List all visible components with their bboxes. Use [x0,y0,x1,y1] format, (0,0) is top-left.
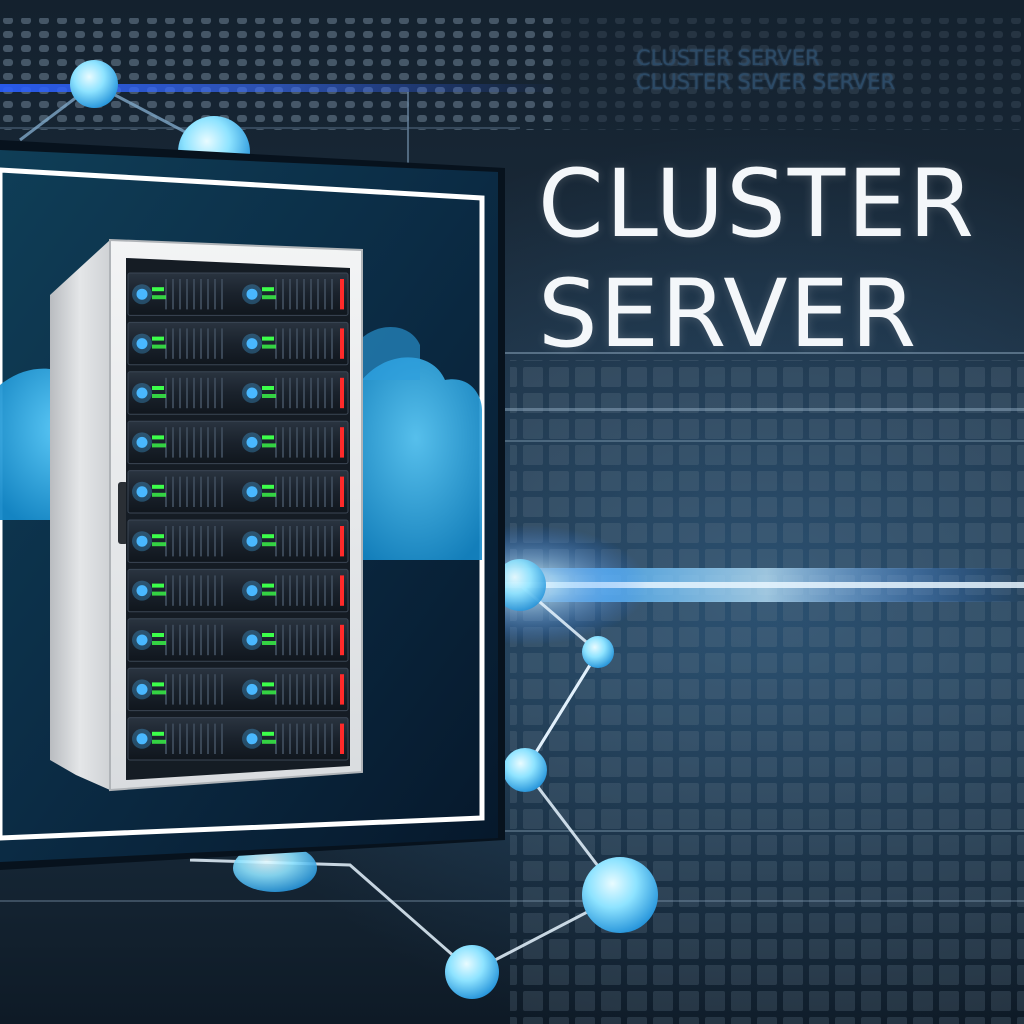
server-unit [127,321,349,366]
server-unit [127,667,349,712]
led-indicator [246,288,258,300]
led-indicator [262,386,274,390]
led-indicator [136,288,148,300]
led-indicator [136,436,148,448]
led-indicator [340,476,344,507]
led-indicator [246,585,258,597]
led-indicator [136,683,148,695]
led-indicator [340,575,344,606]
led-indicator [136,585,148,597]
led-indicator [136,535,148,547]
server-unit [127,568,349,613]
led-indicator [246,486,258,498]
led-indicator [136,486,148,498]
led-indicator [340,674,344,705]
led-indicator [340,526,344,557]
led-indicator [246,338,258,350]
led-indicator [262,484,274,489]
server-unit [127,272,349,316]
led-indicator [152,534,164,539]
led-indicator [246,634,258,646]
led-indicator [340,624,344,656]
server-unit [127,420,349,465]
server-unit [127,717,349,761]
led-indicator [152,731,164,736]
led-indicator [262,583,274,588]
network-node-icon [70,60,118,108]
network-node-icon [445,945,499,999]
led-indicator [136,338,148,350]
led-indicator [262,534,274,539]
led-indicator [262,731,274,736]
led-indicator [152,633,164,637]
title-line-1: CLUSTER [538,150,976,259]
led-indicator [246,733,258,745]
network-node-icon [494,559,546,611]
network-node-icon [233,844,317,892]
led-indicator [136,634,148,646]
led-indicator [136,733,148,745]
led-indicator [340,328,344,359]
led-indicator [152,435,164,440]
led-indicator [262,682,274,687]
led-indicator [152,583,164,588]
led-indicator [152,287,164,292]
network-node-icon [503,748,547,792]
server-unit [127,519,349,563]
server-unit [127,371,349,415]
led-indicator [246,683,258,695]
server-rack-icon [50,238,363,792]
network-graph-bottom [189,559,658,999]
led-indicator [152,386,164,390]
small-caption: CLUSTER SERVER CLUSTER SEVER SERVER [636,46,956,94]
led-indicator [152,484,164,489]
led-indicator [262,336,274,341]
grid-field [510,360,1024,1024]
server-unit [127,618,349,662]
server-unit [127,470,349,514]
led-indicator [152,682,164,687]
caption-line-2: CLUSTER SEVER SERVER [636,70,896,94]
network-node-icon [582,857,658,933]
led-indicator [262,435,274,440]
led-indicator [262,633,274,637]
led-indicator [340,723,344,754]
panel-frame [0,167,485,841]
led-indicator [246,387,258,399]
led-indicator [262,287,274,292]
network-node-icon [582,636,614,668]
page-title: CLUSTER SERVER [538,150,1018,370]
led-indicator [246,535,258,547]
led-indicator [152,336,164,341]
led-indicator [246,436,258,448]
led-indicator [340,377,344,409]
led-indicator [340,279,344,310]
led-indicator [340,427,344,458]
caption-line-1: CLUSTER SERVER [636,46,820,70]
title-line-2: SERVER [538,260,919,369]
server-units [127,272,349,761]
top-light-beam [0,84,560,92]
cabinet-handle [118,482,128,544]
led-indicator [136,387,148,399]
